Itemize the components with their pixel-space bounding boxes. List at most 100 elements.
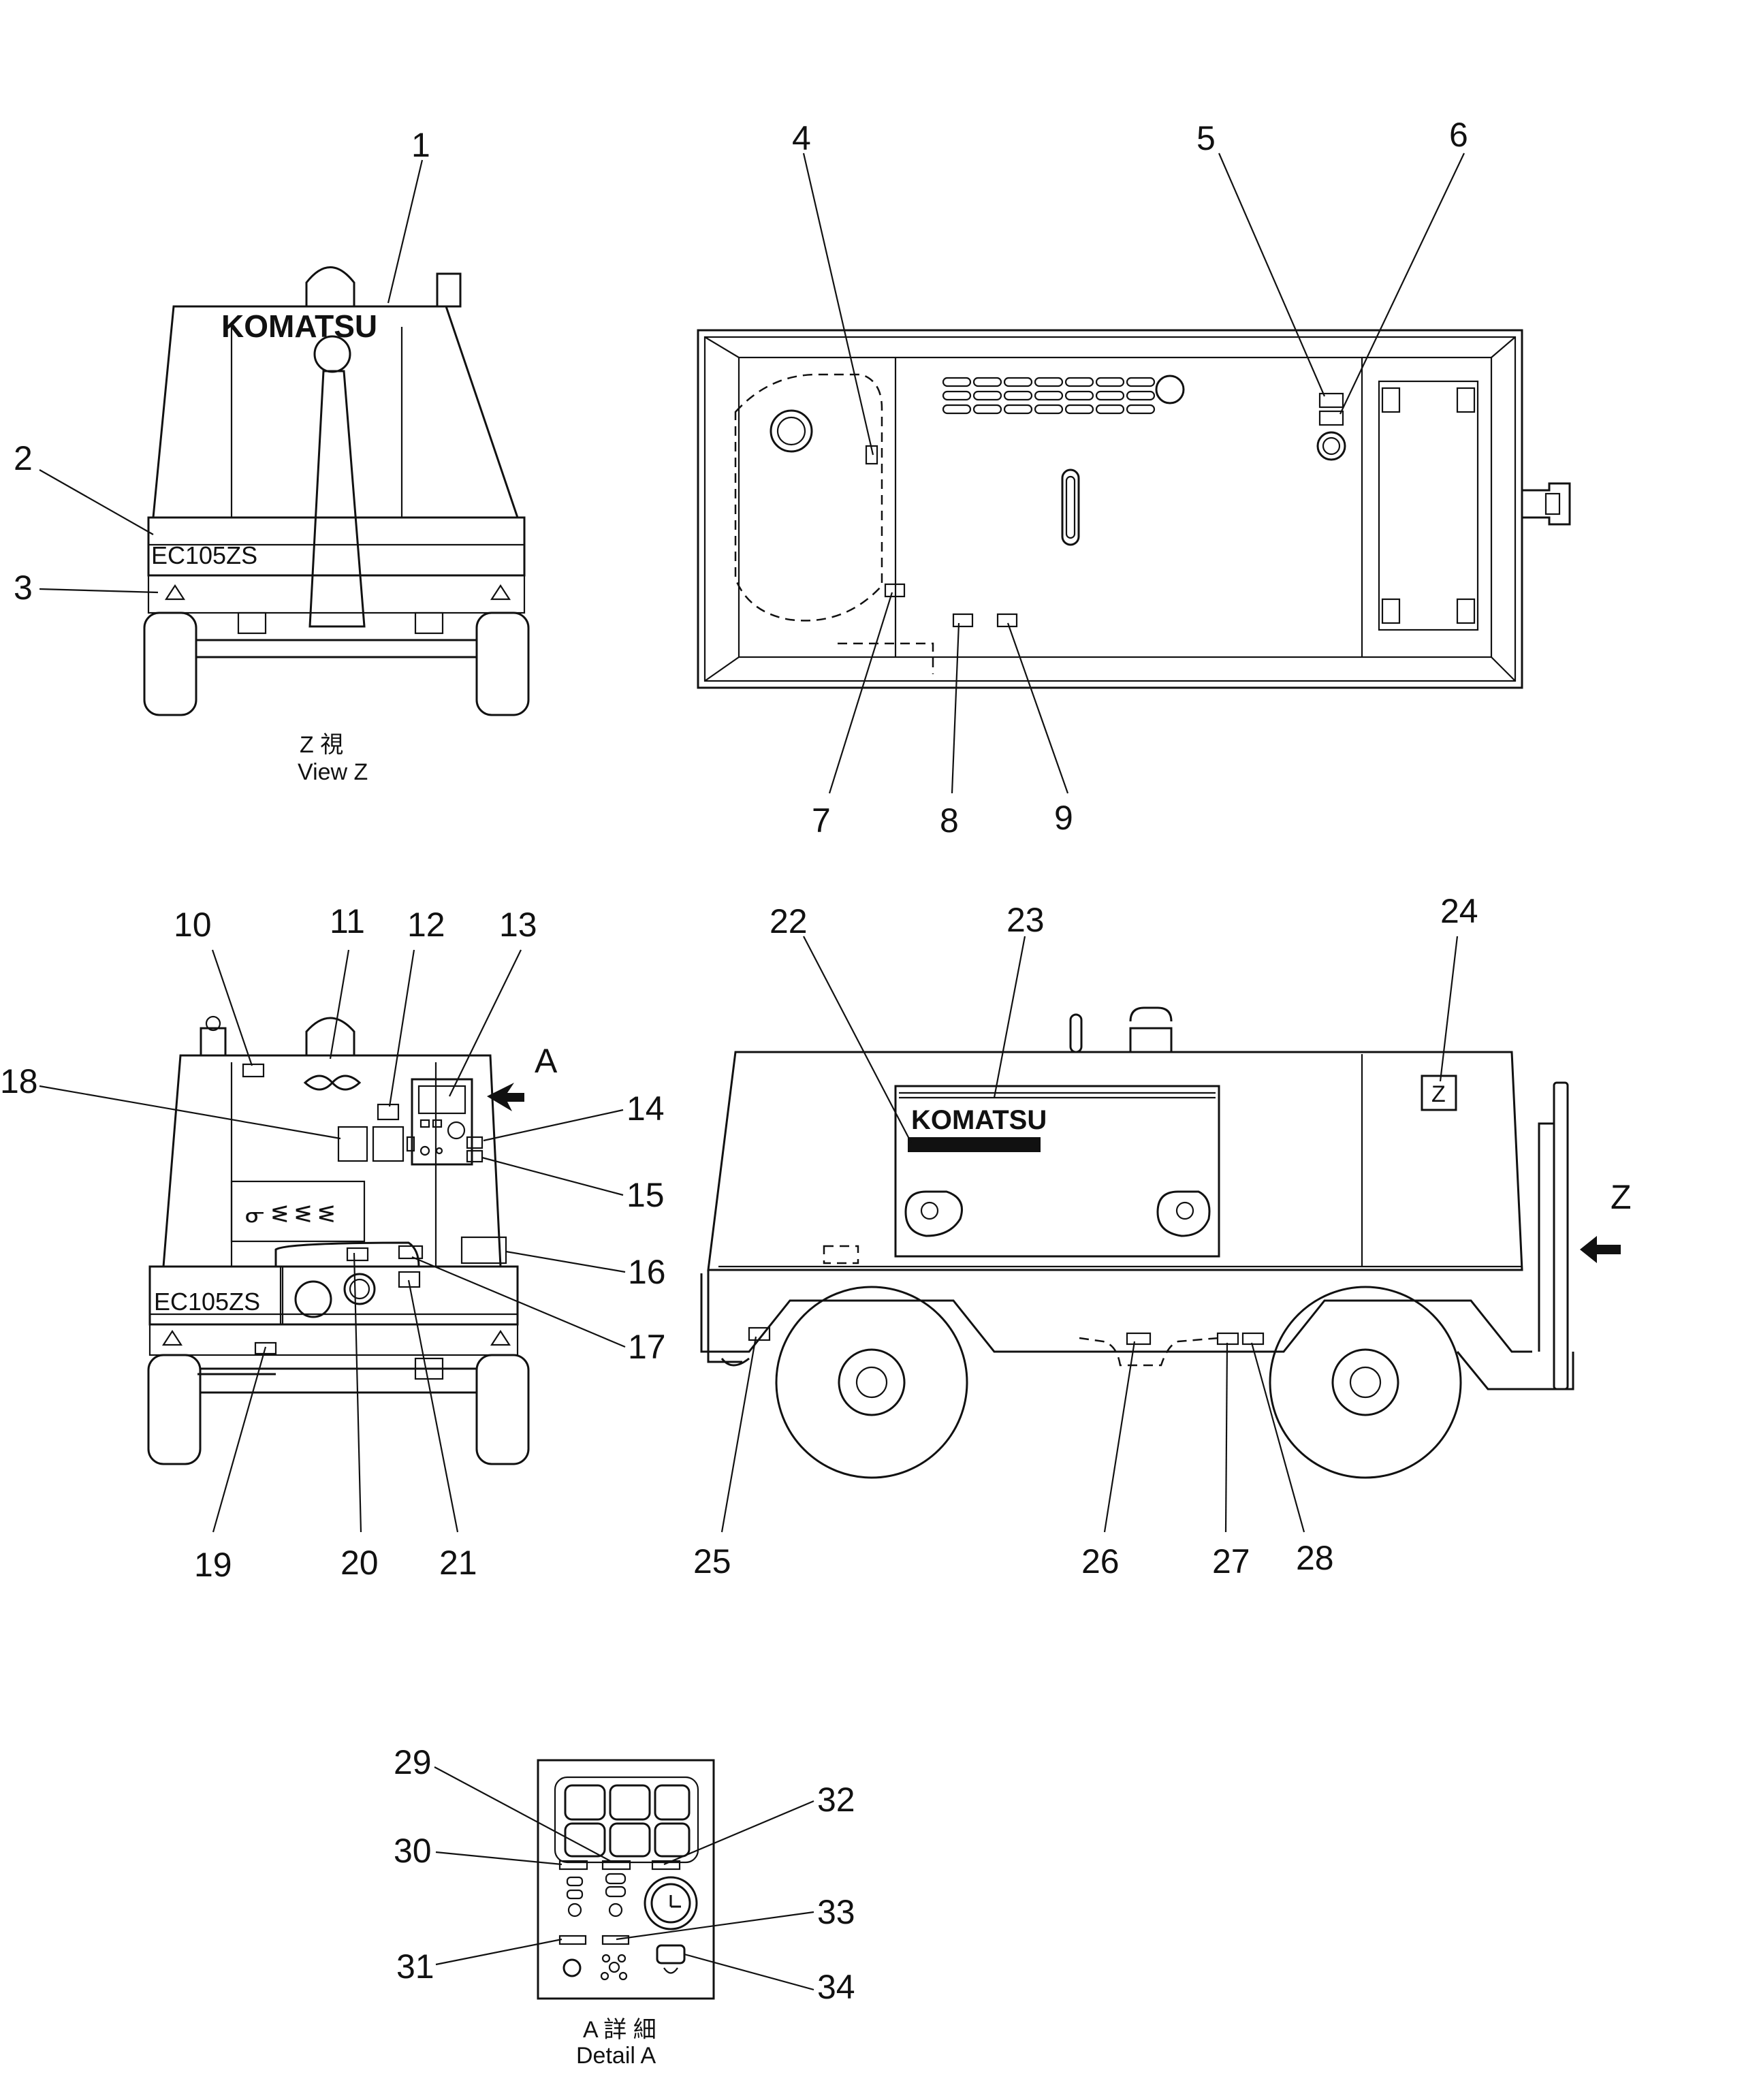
callout-33: 33 bbox=[817, 1893, 855, 1931]
warning-triangle-icon bbox=[164, 584, 186, 601]
label-plate bbox=[372, 1126, 405, 1162]
symbol-plate bbox=[230, 1180, 366, 1243]
callout-20: 20 bbox=[340, 1544, 379, 1582]
warning-triangle-icon bbox=[490, 1329, 511, 1346]
callout-16: 16 bbox=[628, 1253, 666, 1291]
callout-26: 26 bbox=[1081, 1542, 1120, 1580]
label-plate bbox=[460, 1236, 507, 1264]
door-lock-icon bbox=[1156, 1190, 1211, 1237]
label-plate bbox=[601, 1860, 631, 1871]
callout-24: 24 bbox=[1440, 892, 1478, 930]
view-z-brand-label: KOMATSU bbox=[221, 308, 377, 344]
callout-22: 22 bbox=[770, 902, 808, 940]
side-door bbox=[894, 1085, 1220, 1258]
gauge-icon bbox=[644, 1876, 698, 1930]
callout-2: 2 bbox=[14, 439, 33, 477]
callout-8: 8 bbox=[940, 801, 959, 840]
lifting-eye-icon bbox=[305, 266, 355, 306]
drawbar-post bbox=[1553, 1081, 1569, 1390]
callout-17: 17 bbox=[628, 1328, 666, 1366]
label-plate bbox=[346, 1247, 369, 1262]
callout-11: 11 bbox=[330, 902, 365, 940]
callout-10: 10 bbox=[174, 906, 212, 944]
label-plate bbox=[558, 1935, 587, 1945]
callout-9: 9 bbox=[1054, 799, 1073, 837]
svg-text:ᓂ ᓬ ᓬ ᓬ: ᓂ ᓬ ᓬ ᓬ bbox=[245, 1202, 335, 1228]
filler-cap-icon bbox=[770, 409, 813, 453]
rear-view: A ᓂ ᓬ ᓬ ᓬ EC105ZS bbox=[147, 1015, 558, 1465]
callout-3: 3 bbox=[14, 569, 33, 607]
fuel-tank-outline bbox=[734, 373, 883, 622]
label-plate bbox=[748, 1326, 771, 1341]
label-plate bbox=[1421, 1075, 1457, 1111]
callout-13: 13 bbox=[499, 906, 537, 944]
callout-4: 4 bbox=[792, 119, 811, 157]
wheel bbox=[1269, 1286, 1462, 1479]
label-plate bbox=[884, 583, 906, 598]
callout-7: 7 bbox=[812, 801, 831, 840]
chassis bbox=[700, 1273, 1532, 1353]
exhaust-pipe bbox=[1069, 1013, 1083, 1053]
callout-21: 21 bbox=[439, 1544, 477, 1582]
key-switch bbox=[656, 1944, 686, 1964]
cap-icon bbox=[436, 272, 462, 308]
side-view-body bbox=[707, 1051, 1523, 1271]
label-plate bbox=[1126, 1332, 1152, 1346]
handle-slot bbox=[1061, 468, 1080, 546]
callout-5: 5 bbox=[1196, 119, 1216, 157]
rear-view-body bbox=[162, 1054, 502, 1268]
label-plate bbox=[558, 1860, 588, 1871]
view-z: EC105ZS KOMATSU Z 視 View Z bbox=[143, 266, 530, 785]
wheel bbox=[143, 611, 197, 716]
hitch bbox=[1522, 482, 1571, 526]
rear-view-arrow-label: A bbox=[535, 1042, 558, 1080]
callout-23: 23 bbox=[1006, 901, 1045, 939]
callout-25: 25 bbox=[693, 1542, 731, 1580]
label-plate bbox=[1241, 1332, 1265, 1346]
label-plate bbox=[398, 1245, 424, 1260]
label-plate bbox=[1216, 1332, 1239, 1346]
view-z-caption-en: View Z bbox=[298, 759, 368, 785]
door-lock-icon bbox=[904, 1190, 963, 1237]
label-plate bbox=[996, 613, 1018, 628]
label-plate bbox=[601, 1935, 630, 1945]
callout-29: 29 bbox=[394, 1743, 432, 1781]
callout-15: 15 bbox=[627, 1176, 665, 1214]
label-plate bbox=[1318, 410, 1344, 426]
warning-triangle-icon bbox=[161, 1329, 183, 1346]
side-view-brand-label: KOMATSU bbox=[911, 1105, 1047, 1135]
callout-30: 30 bbox=[394, 1832, 432, 1870]
label-plate bbox=[651, 1860, 681, 1871]
muffler bbox=[1129, 1027, 1173, 1052]
compartment bbox=[1378, 380, 1479, 631]
callout-numbers: 1 2 3 4 5 6 7 8 9 10 11 12 13 14 15 16 1… bbox=[0, 116, 1478, 2006]
gauge-icon bbox=[343, 1273, 376, 1305]
drawbar bbox=[1456, 1351, 1574, 1390]
callout-19: 19 bbox=[194, 1546, 232, 1584]
side-view-arrow-label: Z bbox=[1611, 1178, 1632, 1216]
exhaust-icon bbox=[1155, 375, 1185, 404]
top-view-frame bbox=[697, 329, 1523, 689]
side-view: KOMATSU Z Z bbox=[700, 1006, 1632, 1479]
hitch-housing bbox=[274, 1241, 420, 1267]
warning-triangle-icon bbox=[490, 584, 511, 601]
view-z-model-label: EC105ZS bbox=[151, 541, 257, 569]
cap-icon bbox=[200, 1027, 227, 1057]
handle-icon bbox=[303, 1075, 362, 1091]
callout-6: 6 bbox=[1449, 116, 1468, 154]
top-view bbox=[697, 329, 1571, 689]
callout-31: 31 bbox=[396, 1947, 434, 1986]
wheel bbox=[147, 1354, 202, 1465]
callout-12: 12 bbox=[407, 906, 445, 944]
label-plate bbox=[952, 613, 974, 628]
svg-text:Z: Z bbox=[1431, 1081, 1446, 1107]
view-z-caption-jp: Z 視 bbox=[300, 732, 343, 758]
callout-27: 27 bbox=[1212, 1542, 1250, 1580]
louvers bbox=[942, 377, 1156, 415]
model-stripe bbox=[908, 1137, 1041, 1152]
callout-1: 1 bbox=[411, 126, 430, 164]
arrow-a-icon bbox=[487, 1083, 524, 1111]
callout-34: 34 bbox=[817, 1968, 855, 2006]
arrow-z-icon bbox=[1580, 1236, 1621, 1263]
